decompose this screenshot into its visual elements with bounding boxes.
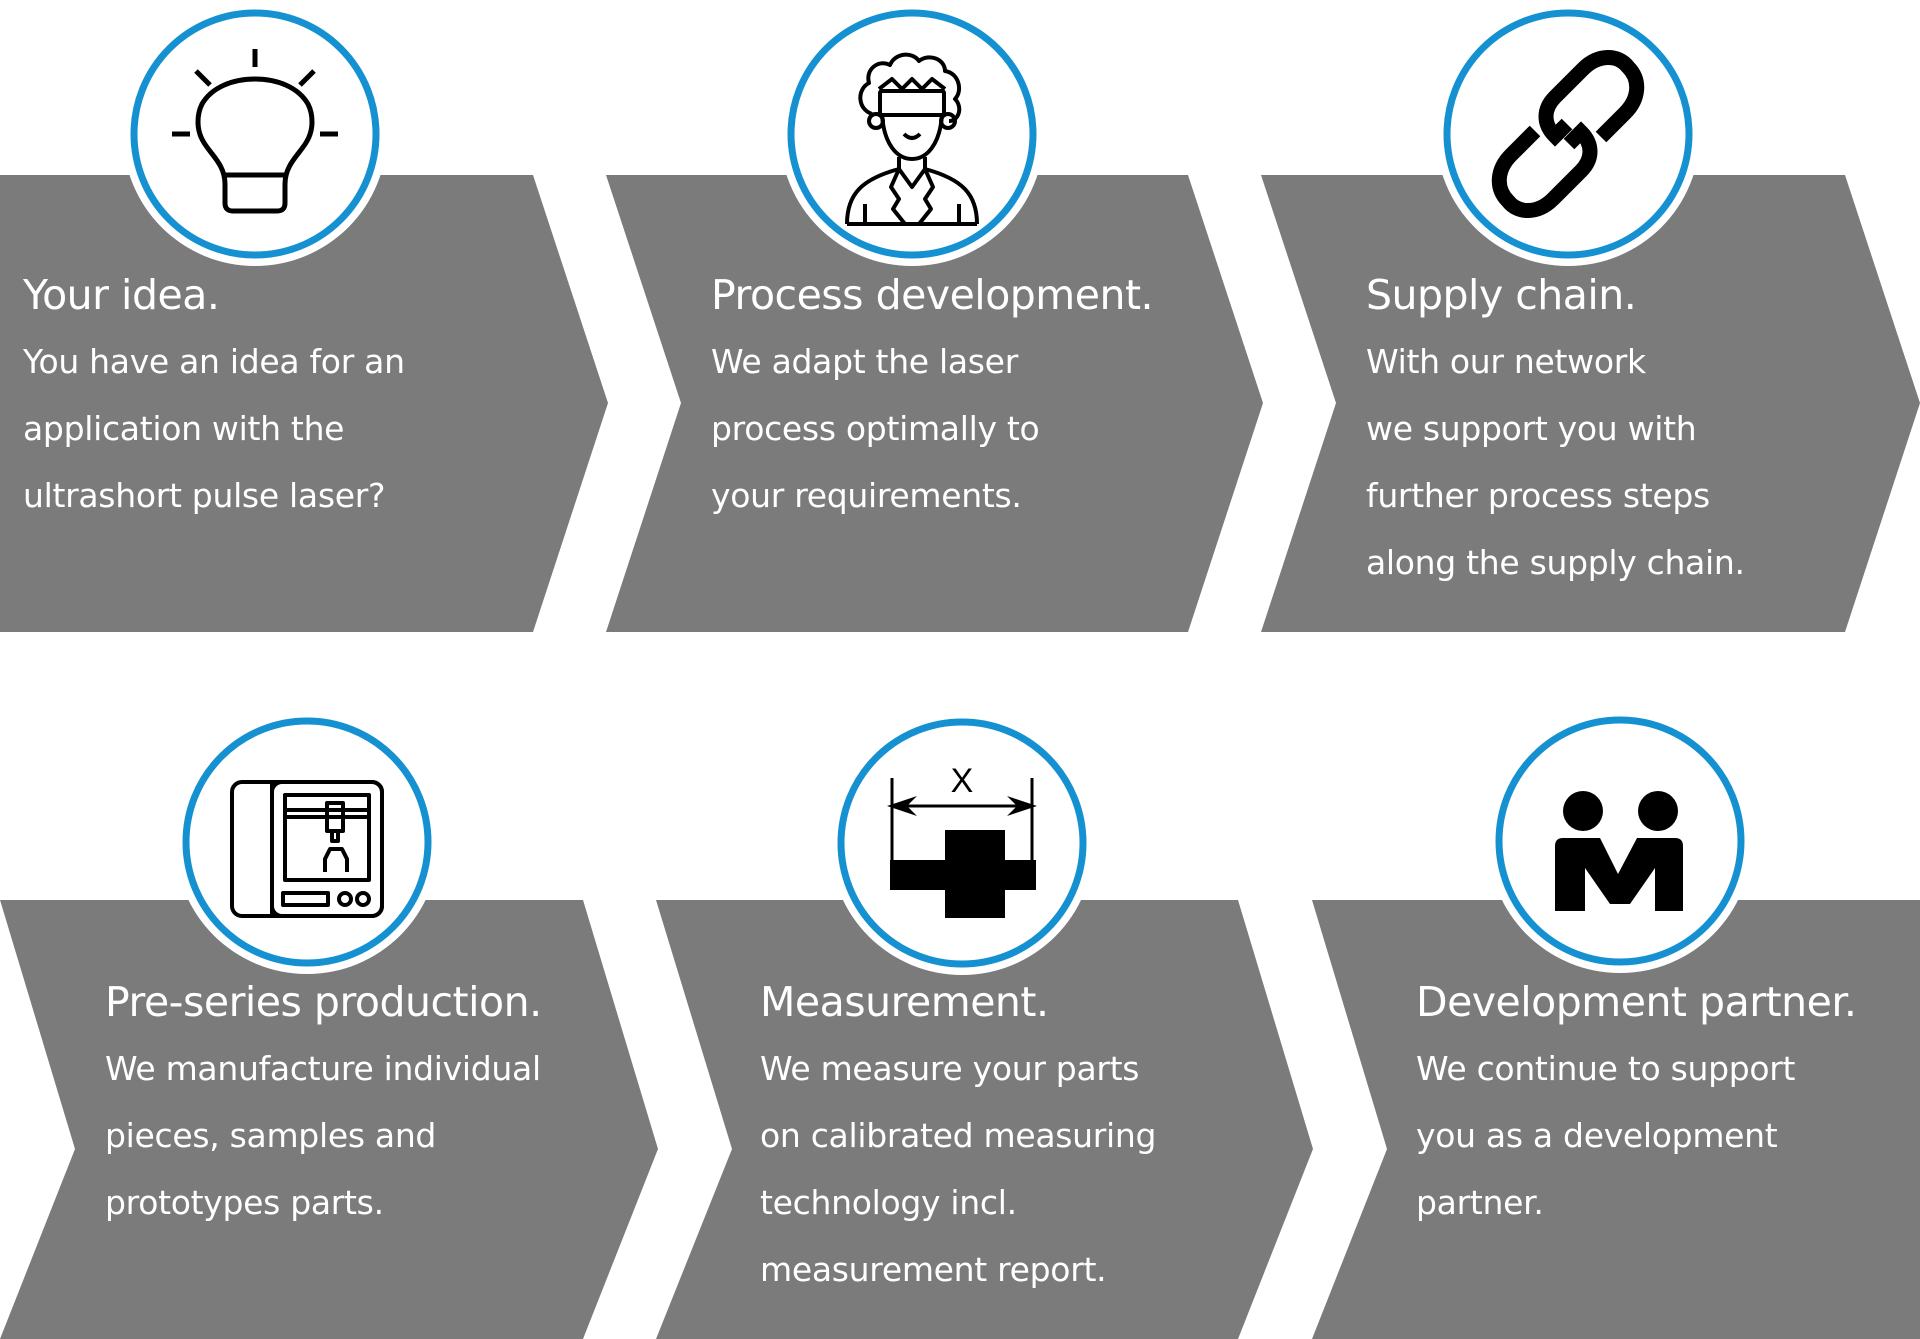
3d-printer-icon	[230, 780, 384, 918]
step-description: We adapt the laser process optimally to …	[711, 328, 1153, 529]
chevron-step-1	[0, 175, 608, 632]
step-6-text: Development partner. We continue to supp…	[1416, 977, 1857, 1236]
description-line: partner.	[1416, 1183, 1544, 1222]
step-4-text: Pre-series production. We manufacture in…	[105, 977, 542, 1236]
description-line: You have an idea for an	[23, 342, 405, 381]
step-description: You have an idea for an application with…	[23, 328, 405, 529]
step-1-icon-circle	[130, 9, 380, 259]
description-line: along the supply chain.	[1366, 543, 1745, 582]
step-5-text: Measurement. We measure your parts on ca…	[760, 977, 1157, 1303]
step-title: Supply chain.	[1366, 271, 1637, 319]
description-line: further process steps	[1366, 476, 1710, 515]
description-line: your requirements.	[711, 476, 1022, 515]
step-1-text: Your idea. You have an idea for an appli…	[23, 270, 405, 529]
measurement-x-label: X	[951, 762, 974, 800]
chevron-step-5	[656, 900, 1313, 1339]
chevron-step-4	[0, 900, 658, 1339]
handshake-partners-icon	[1555, 791, 1683, 911]
chain-link-icon	[1491, 50, 1645, 218]
chevron-step-2	[606, 175, 1263, 632]
description-line: ultrashort pulse laser?	[23, 476, 386, 515]
step-title: Development partner.	[1416, 978, 1857, 1026]
step-3-icon-circle	[1443, 9, 1693, 259]
description-line: We measure your parts	[760, 1049, 1140, 1088]
description-line: measurement report.	[760, 1250, 1107, 1289]
description-line: We continue to support	[1416, 1049, 1796, 1088]
scientist-icon	[845, 52, 979, 226]
step-description: With our network we support you with fur…	[1366, 328, 1745, 596]
step-6-icon-circle	[1495, 716, 1745, 966]
step-3-text: Supply chain. With our network we suppor…	[1366, 270, 1745, 596]
description-line: We manufacture individual	[105, 1049, 541, 1088]
step-4-icon-circle	[182, 717, 432, 967]
chevron-step-6	[1312, 900, 1920, 1339]
step-2-icon-circle	[787, 9, 1037, 259]
step-title: Measurement.	[760, 978, 1049, 1026]
description-line: you as a development	[1416, 1116, 1778, 1155]
step-description: We manufacture individual pieces, sample…	[105, 1035, 542, 1236]
description-line: process optimally to	[711, 409, 1040, 448]
description-line: application with the	[23, 409, 345, 448]
description-line: pieces, samples and	[105, 1116, 437, 1155]
measurement-icon: X	[887, 762, 1037, 918]
description-line: We adapt the laser	[711, 342, 1018, 381]
description-line: With our network	[1366, 342, 1646, 381]
step-title: Process development.	[711, 271, 1154, 319]
step-description: We measure your parts on calibrated meas…	[760, 1035, 1157, 1303]
chevron-step-3	[1261, 175, 1920, 632]
step-description: We continue to support you as a developm…	[1416, 1035, 1856, 1236]
description-line: prototypes parts.	[105, 1183, 384, 1222]
description-line: technology incl.	[760, 1183, 1017, 1222]
step-2-text: Process development. We adapt the laser …	[711, 270, 1154, 529]
step-5-icon-circle: X	[837, 718, 1087, 968]
step-title: Pre-series production.	[105, 978, 542, 1026]
description-line: on calibrated measuring	[760, 1116, 1157, 1155]
description-line: we support you with	[1366, 409, 1697, 448]
lightbulb-icon	[172, 49, 338, 214]
step-title: Your idea.	[23, 271, 220, 319]
